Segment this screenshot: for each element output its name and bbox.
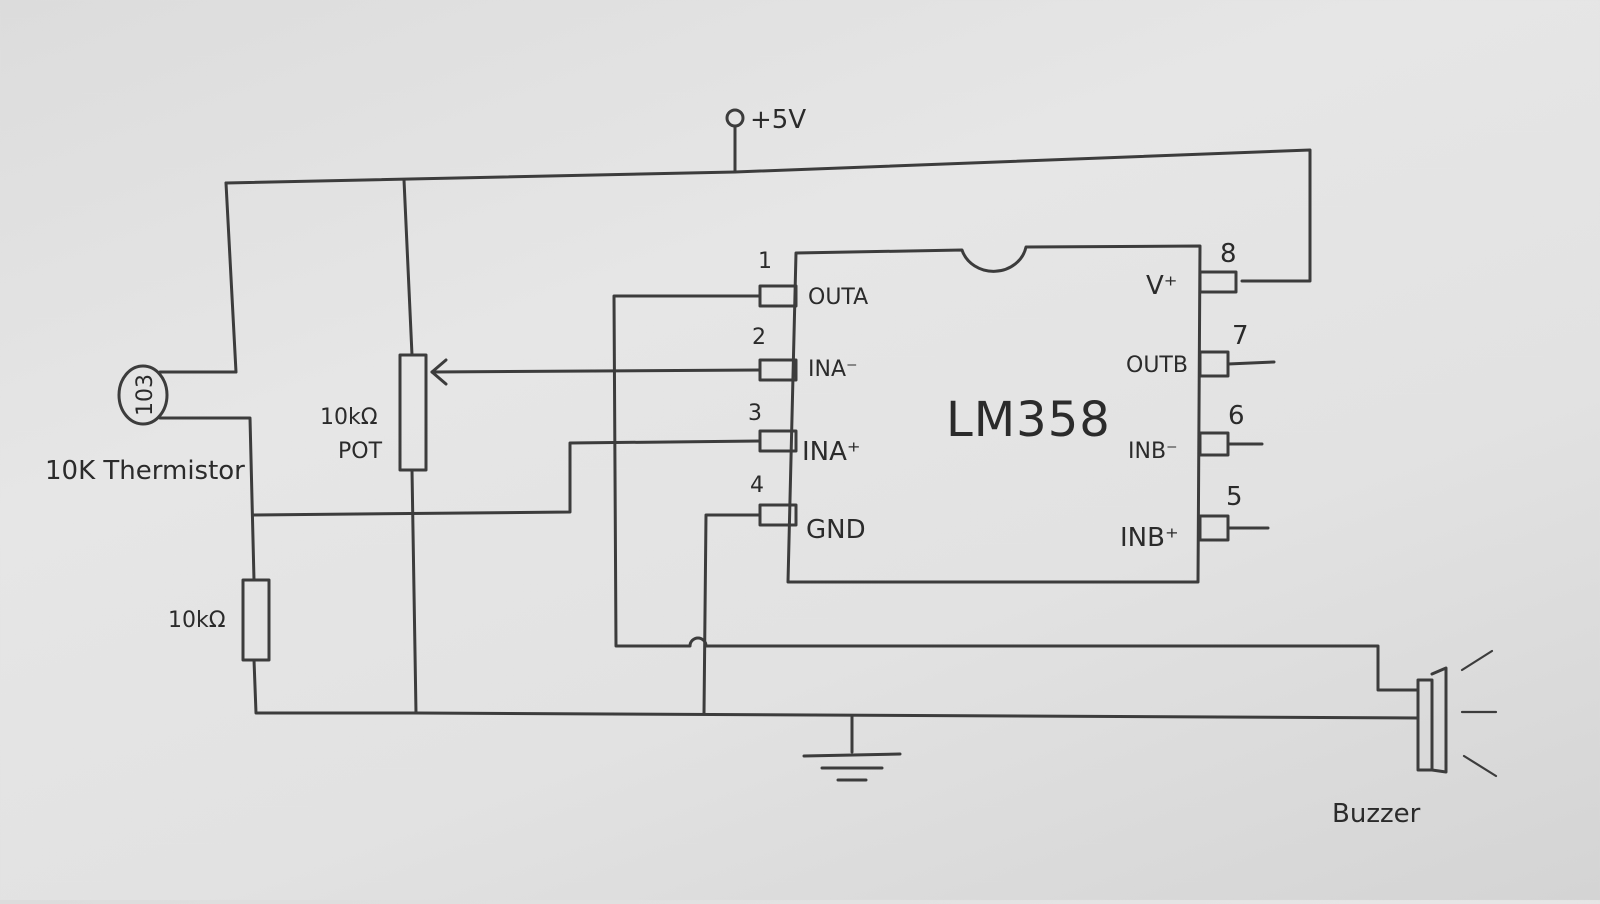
supply-terminal [725, 108, 745, 128]
divider-to-ina-plus [252, 439, 762, 517]
ground-symbol [802, 714, 902, 782]
pin-8-name: V⁺ [1146, 271, 1178, 301]
lm358-chip [786, 244, 1202, 584]
pin-2 [758, 358, 798, 382]
pin-3-name: INA⁺ [802, 437, 861, 467]
fixed-resistor-value: 10kΩ [168, 608, 226, 633]
pin-8 [1198, 270, 1238, 294]
thermistor [117, 364, 169, 426]
pin-3 [758, 429, 798, 453]
pin-5-name: INB⁺ [1120, 523, 1179, 553]
pin-2-name: INA⁻ [808, 357, 858, 382]
potentiometer [398, 178, 762, 715]
pin-6-name: INB⁻ [1128, 439, 1178, 464]
fixed-resistor [241, 578, 271, 662]
pin-4 [758, 503, 798, 527]
chip-name: LM358 [946, 392, 1111, 448]
pin-1-name: OUTA [808, 285, 868, 310]
thermistor-label: 10K Thermistor [45, 456, 245, 486]
pin-5 [1198, 514, 1270, 542]
pot-name: POT [338, 439, 383, 464]
outa-to-buzzer [612, 294, 1420, 692]
pin-7 [1198, 350, 1276, 378]
thermistor-branch [158, 181, 418, 715]
pin-5-number: 5 [1226, 482, 1243, 512]
pin-4-number: 4 [750, 473, 764, 498]
buzzer-label: Buzzer [1332, 799, 1421, 829]
pin-7-name: OUTB [1126, 353, 1188, 378]
pin-6 [1198, 431, 1264, 457]
pin-2-number: 2 [752, 325, 766, 350]
pin-6-number: 6 [1228, 401, 1245, 431]
ground-rail [414, 711, 1420, 720]
pin-1 [758, 284, 798, 308]
pin-8-number: 8 [1220, 239, 1237, 269]
pin-7-number: 7 [1232, 321, 1249, 351]
supply-label: +5V [750, 105, 806, 135]
pin-3-number: 3 [748, 401, 762, 426]
thermistor-code: 103 [133, 374, 158, 416]
pin-4-name: GND [806, 515, 866, 545]
pin-1-number: 1 [758, 249, 772, 274]
buzzer [1416, 649, 1498, 778]
gnd-pin-wire [702, 513, 762, 715]
pot-value: 10kΩ [320, 405, 378, 430]
supply-rail [224, 108, 1312, 283]
